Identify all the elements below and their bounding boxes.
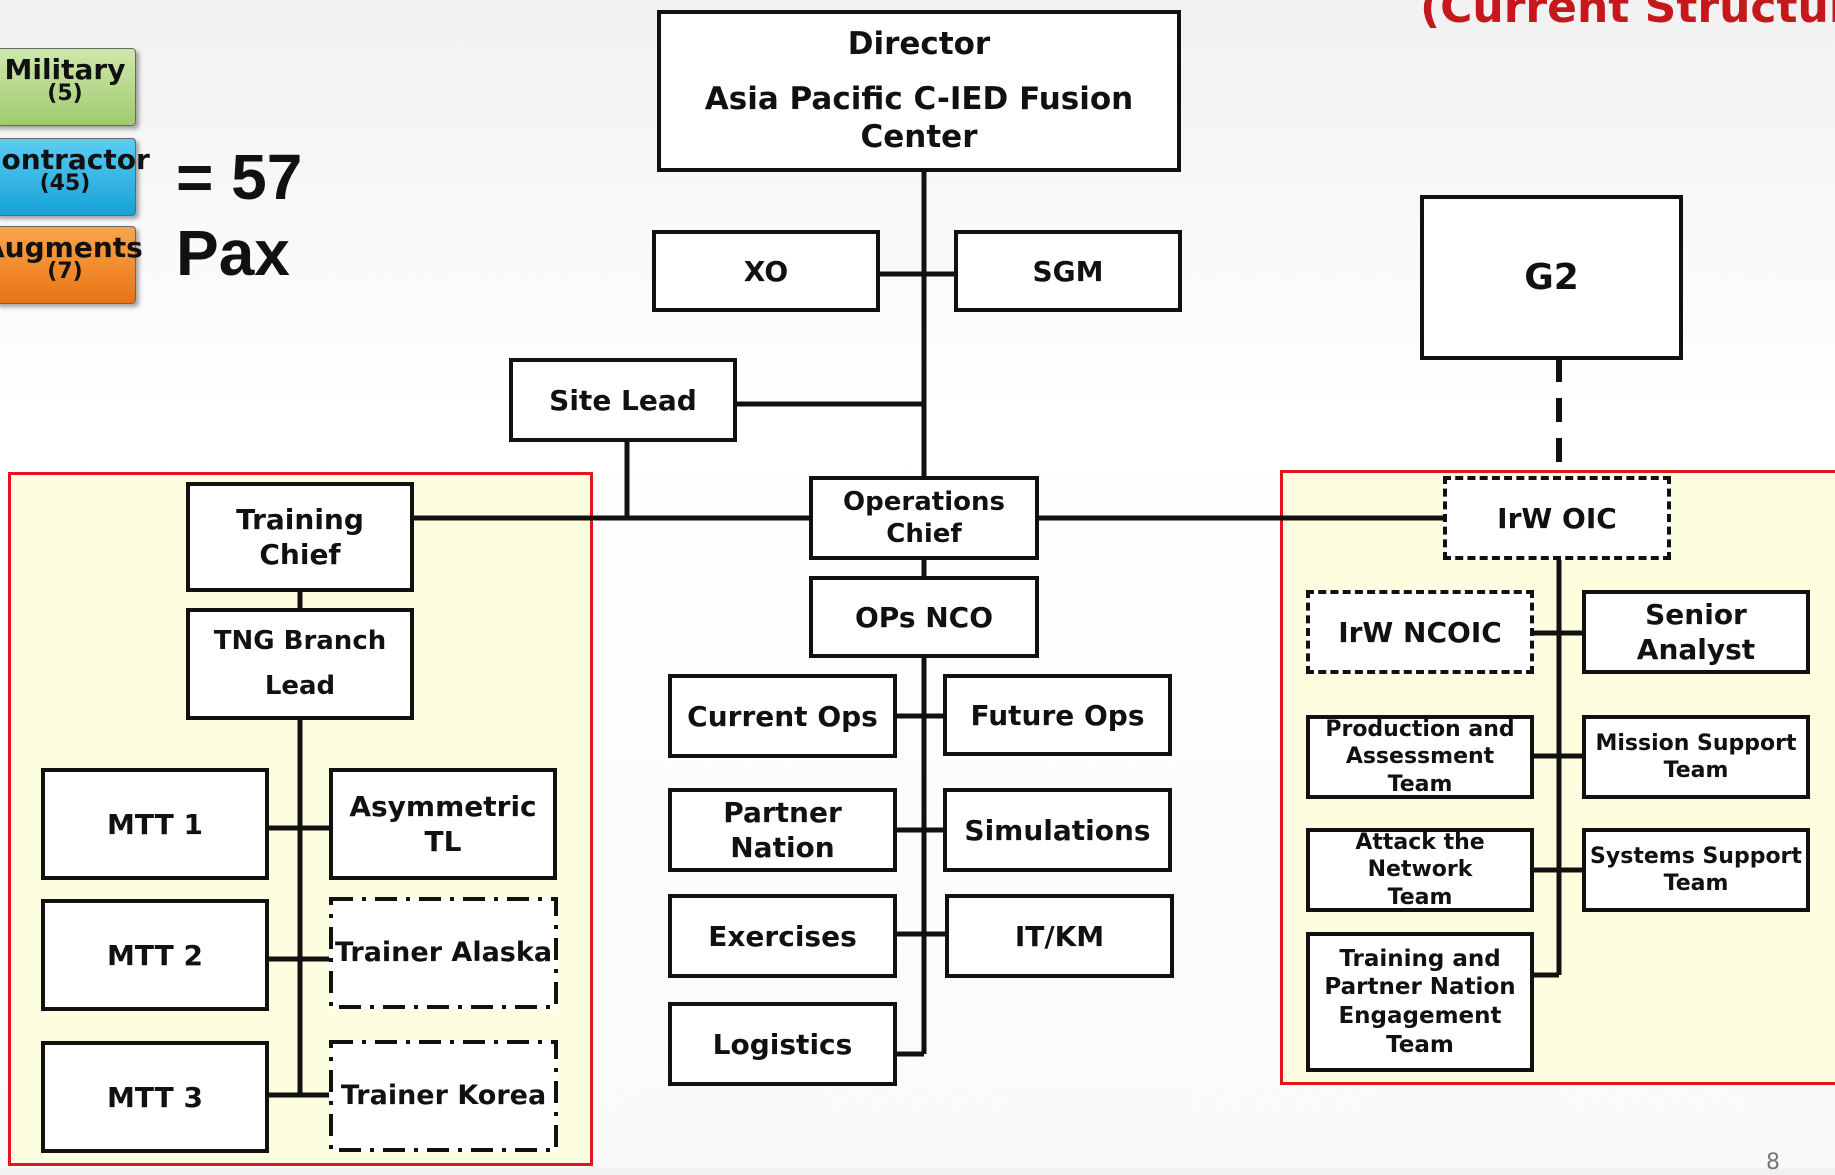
line: Production and [1325,716,1515,742]
director-subtitle: Asia Pacific C-IED Fusion Center [704,80,1134,156]
mtt3-box: MTT 3 [41,1041,269,1153]
trainer-alaska-box: Trainer Alaska [329,897,558,1009]
slide-title: (Current Structure [1420,0,1835,33]
legend-contractor: Contractor (45) [0,138,150,216]
total-unit: Pax [176,217,290,289]
mission-support-box: Mission Support Team [1582,715,1810,799]
unit-label: Current Ops [687,699,878,733]
sgm-label: SGM [1032,254,1104,288]
senior-analyst-label: Senior Analyst [1636,598,1756,666]
attack-network-box: Attack the Network Team [1306,828,1534,912]
unit-label: Asymmetric TL [349,790,537,858]
line: Team [1387,884,1453,910]
xo-label: XO [743,254,789,288]
mtt2-box: MTT 2 [41,899,269,1011]
line: Lead [264,671,336,701]
systems-support-box: Systems Support Team [1582,828,1810,912]
irw-oic-label: IrW OIC [1497,501,1617,535]
unit-label: MTT 3 [107,1080,203,1114]
line: Mission Support [1595,730,1797,756]
partner-nation-box: Partner Nation [668,788,897,872]
site-lead-label: Site Lead [549,383,697,417]
unit-label: Future Ops [970,698,1145,732]
training-pn-engagement-box: Training and Partner Nation Engagement T… [1306,932,1534,1072]
sgm-box: SGM [954,230,1182,312]
g2-label: G2 [1524,257,1579,298]
production-assessment-box: Production and Assessment Team [1306,715,1534,799]
unit-label: Trainer Alaska [334,937,553,969]
g2-box: G2 [1420,195,1683,360]
ops-nco-box: OPs NCO [809,576,1039,658]
xo-box: XO [652,230,880,312]
director-title: Director [847,25,991,62]
page-number: 8 [1766,1150,1780,1175]
asymmetric-tl-box: Asymmetric TL [329,768,557,880]
line: Training and [1339,945,1501,972]
current-ops-box: Current Ops [668,674,897,758]
line: Engagement Team [1338,1003,1502,1058]
tng-branch-lead-box: TNG Branch Lead [186,608,414,720]
mtt1-box: MTT 1 [41,768,269,880]
it-km-box: IT/KM [945,894,1174,978]
training-chief-label: Training Chief [236,503,364,571]
total-count: = 57 [176,141,303,213]
unit-label: MTT 1 [107,807,203,841]
legend-count: (5) [47,81,83,106]
legend-count: (45) [39,171,91,196]
director-box: Director Asia Pacific C-IED Fusion Cente… [657,10,1181,172]
future-ops-box: Future Ops [943,674,1172,756]
line: Assessment Team [1345,744,1495,797]
unit-label: Partner Nation [723,796,842,864]
unit-label: Logistics [712,1027,853,1061]
ops-nco-label: OPs NCO [854,600,994,634]
line: Team [1663,758,1729,783]
unit-label: Trainer Korea [340,1080,547,1112]
operations-chief-label: Operations Chief [843,486,1005,550]
senior-analyst-box: Senior Analyst [1582,590,1810,674]
legend-label: Augments [0,231,143,264]
line: TNG Branch [213,625,387,656]
legend-label: Contractor [0,143,150,176]
trainer-korea-box: Trainer Korea [329,1040,558,1152]
training-chief-box: Training Chief [186,482,414,592]
line: Attack the Network [1355,829,1485,883]
irw-oic-box: IrW OIC [1443,476,1671,560]
unit-label: MTT 2 [107,938,203,972]
legend-label: Military [4,53,126,86]
exercises-box: Exercises [668,894,897,978]
unit-label: Exercises [708,919,857,953]
operations-chief-box: Operations Chief [809,476,1039,560]
irw-ncoic-label: IrW NCOIC [1338,615,1502,649]
line: Partner Nation [1324,974,1516,1001]
line: Systems Support [1590,843,1802,869]
legend-augments: Augments (7) [0,226,143,304]
simulations-box: Simulations [943,788,1172,872]
legend-count: (7) [47,259,83,284]
logistics-box: Logistics [668,1002,897,1086]
line: Team [1663,871,1729,896]
legend-military: Military (5) [0,48,136,126]
unit-label: IT/KM [1014,919,1105,953]
site-lead-box: Site Lead [509,358,737,442]
irw-ncoic-box: IrW NCOIC [1306,590,1534,674]
unit-label: Simulations [964,813,1151,847]
